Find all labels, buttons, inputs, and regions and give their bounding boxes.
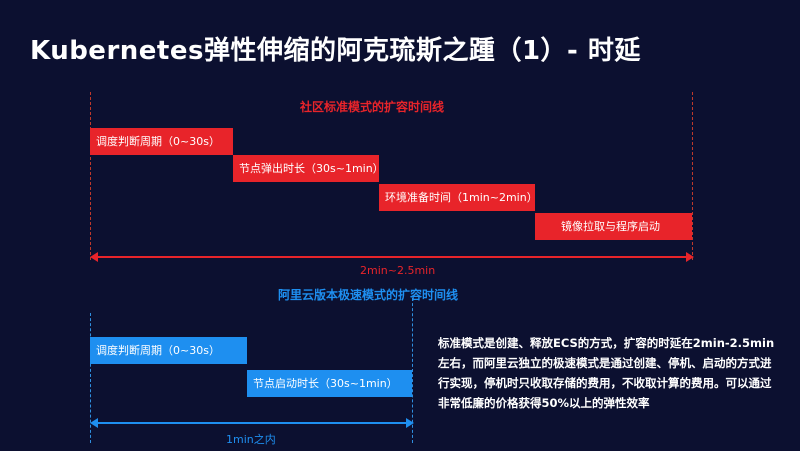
community-left-boundary	[90, 92, 92, 260]
community-arrow-right-head	[686, 252, 694, 262]
community-timeline-title: 社区标准模式的扩容时间线	[300, 100, 445, 114]
community-right-boundary	[692, 92, 694, 260]
aliyun-arrow-right-head	[406, 418, 414, 428]
aliyun-timeline-title: 阿里云版本极速模式的扩容时间线	[278, 288, 459, 302]
slide-title: Kubernetes弹性伸缩的阿克琉斯之踵（1）- 时延	[30, 36, 641, 66]
community-step-node-eject: 节点弹出时长（30s~1min）	[233, 155, 384, 182]
community-step-schedule: 调度判断周期（0~30s）	[90, 128, 233, 155]
aliyun-duration-arrow	[96, 422, 406, 424]
community-duration-arrow	[96, 256, 686, 258]
aliyun-right-boundary	[412, 298, 414, 443]
community-step-image-pull: 镜像拉取与程序启动	[535, 213, 692, 240]
aliyun-step-schedule: 调度判断周期（0~30s）	[90, 337, 247, 364]
aliyun-left-boundary	[90, 313, 92, 443]
community-arrow-left-head	[90, 252, 98, 262]
aliyun-arrow-left-head	[90, 418, 98, 428]
community-total-duration: 2min~2.5min	[360, 264, 436, 277]
description-text: 标准模式是创建、释放ECS的方式，扩容的时延在2min-2.5min左右，而阿里…	[438, 336, 775, 410]
aliyun-step-node-start: 节点启动时长（30s~1min）	[247, 370, 412, 397]
community-step-env-prep: 环境准备时间（1min~2min）	[379, 184, 538, 211]
aliyun-total-duration: 1min之内	[226, 433, 276, 446]
